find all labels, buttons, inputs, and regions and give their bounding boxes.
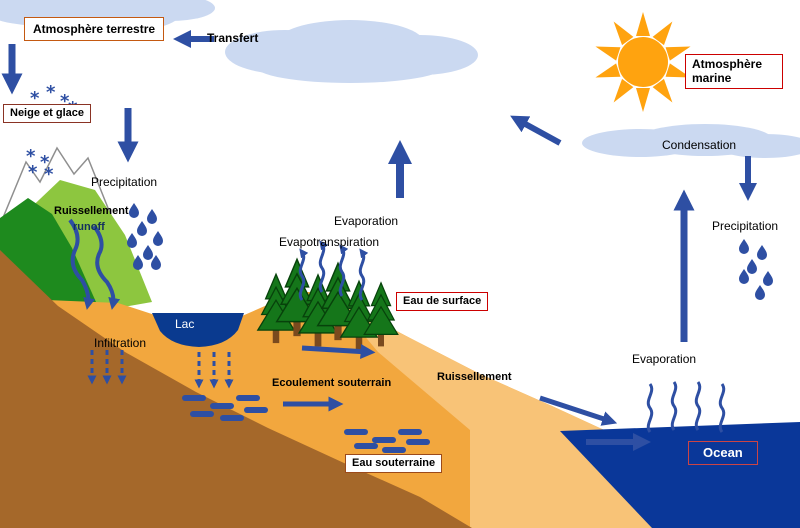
- cloud-top-center: [225, 20, 478, 83]
- precipitation-left-label: Precipitation: [91, 175, 158, 189]
- arrow-cloud-transfer-diagonal: [510, 115, 562, 146]
- flow-arrows: [1, 30, 757, 451]
- arrow-runoff-squiggle-1: [68, 218, 96, 310]
- ruissellement-mountain-label: Ruissellement: [54, 205, 129, 217]
- svg-text:*: *: [30, 88, 40, 109]
- evapotranspiration-label: Evapotranspiration: [279, 235, 380, 249]
- arrow-runoff-squiggle-2: [92, 224, 121, 310]
- svg-text:*: *: [26, 146, 36, 167]
- ocean: [560, 422, 800, 528]
- atmosphere-terrestre-label: Atmosphère terrestre: [24, 17, 165, 42]
- condensation-label: Condensation: [662, 138, 737, 152]
- terrain-brown: [0, 250, 472, 528]
- svg-text:*: *: [44, 164, 54, 185]
- arrow-surface-runoff-mid: [301, 344, 376, 360]
- ruissellement-right-label: Ruissellement: [437, 371, 512, 383]
- arrows-infiltration-dashed: [87, 350, 234, 389]
- eau-de-surface-label: Eau de surface: [396, 292, 489, 312]
- cloud-right: [582, 124, 800, 158]
- sun-icon: [595, 12, 691, 112]
- svg-text:*: *: [28, 162, 38, 183]
- svg-text:*: *: [46, 82, 56, 103]
- svg-text:*: *: [60, 91, 70, 112]
- ocean-evaporation-squiggles: [646, 381, 726, 433]
- infiltration-label: Infiltration: [94, 336, 147, 350]
- lake: [152, 313, 244, 347]
- runoff-label: runoff: [73, 221, 105, 233]
- lac-label: Lac: [175, 317, 195, 331]
- evaporation-right-label: Evaporation: [632, 352, 697, 366]
- transfert-label: Transfert: [207, 31, 259, 45]
- arrow-beach-slope: [539, 395, 618, 426]
- ecoulement-souterrain-label: Ecoulement souterrain: [272, 377, 392, 389]
- evapotranspiration-squiggles: [298, 240, 369, 301]
- svg-text:*: *: [40, 152, 50, 173]
- precipitation-right-label: Precipitation: [712, 219, 779, 233]
- neige-et-glace-label: Neige et glace: [3, 104, 91, 124]
- evaporation-center-label: Evaporation: [334, 214, 399, 228]
- raindrops-right: [739, 239, 773, 300]
- ocean-label: Ocean: [688, 441, 758, 465]
- atmosphere-marine-label: Atmosphère marine: [685, 54, 783, 89]
- eau-souterraine-label: Eau souterraine: [345, 454, 443, 474]
